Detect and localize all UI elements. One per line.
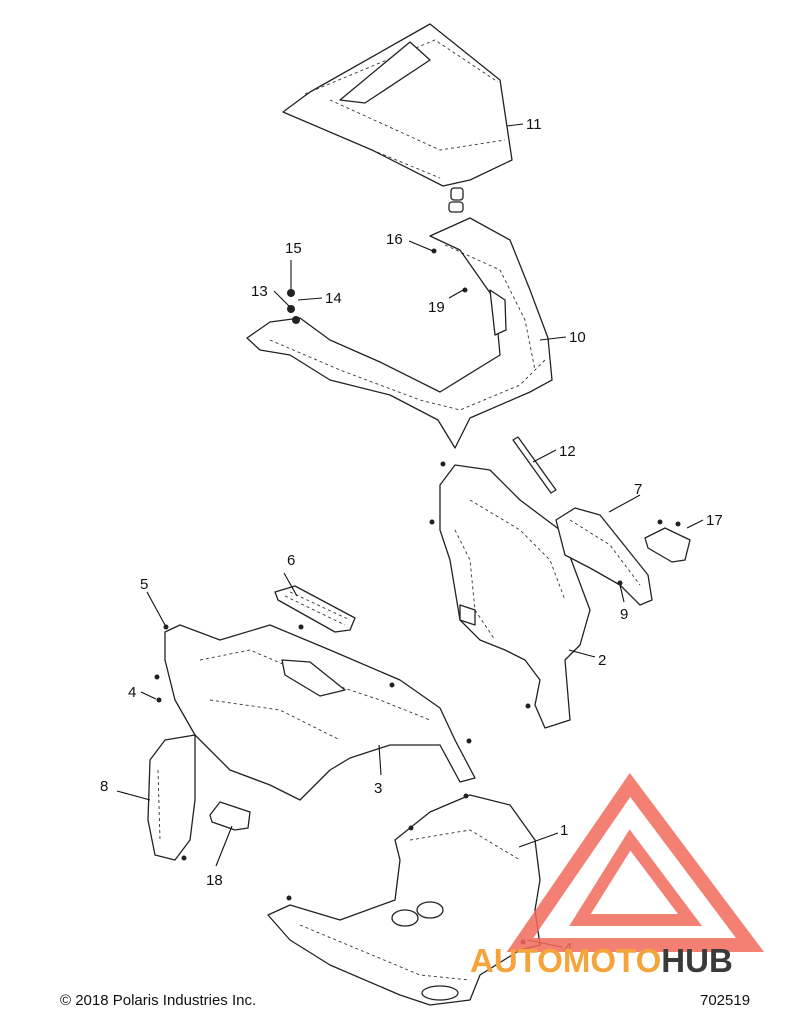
automotohub-watermark: AUTOMOTOHUB — [470, 773, 764, 979]
callout-14: 14 — [325, 290, 342, 307]
watermark-brand-part2: HUB — [661, 942, 733, 979]
figure-number: 702519 — [700, 992, 751, 1009]
hood-latch — [448, 187, 464, 213]
callout-16: 16 — [386, 231, 403, 248]
left-lower-panel-part — [147, 734, 196, 861]
callout-3: 3 — [374, 780, 382, 797]
fasteners — [154, 248, 681, 945]
callout-18: 18 — [206, 872, 223, 889]
small-bracket-part — [644, 527, 691, 563]
watermark-triangle-logo — [506, 773, 764, 952]
callout-7: 7 — [634, 481, 642, 498]
hood-part — [282, 23, 513, 187]
callout-17: 17 — [706, 512, 723, 529]
callout-labels: 11 10 15 13 14 16 19 12 7 17 9 2 6 5 4 3… — [100, 116, 723, 957]
grille-part — [274, 585, 356, 633]
callout-15: 15 — [285, 240, 302, 257]
callout-10: 10 — [569, 329, 586, 346]
callout-2: 2 — [598, 652, 606, 669]
leader-lines — [116, 123, 704, 948]
callout-5: 5 — [140, 576, 148, 593]
small-plate-part — [209, 801, 251, 831]
watermark-outer-triangle — [506, 773, 764, 952]
callout-11: 11 — [526, 116, 542, 133]
strip-part — [512, 436, 557, 494]
callout-4-upper: 4 — [128, 684, 136, 701]
callout-12: 12 — [559, 443, 576, 460]
watermark-inner-triangle — [569, 829, 702, 926]
callout-1: 1 — [560, 822, 568, 839]
callout-6: 6 — [287, 552, 295, 569]
callout-19: 19 — [428, 299, 445, 316]
front-fascia-part — [246, 217, 553, 449]
lower-dash-part — [164, 624, 476, 801]
bracket-part — [555, 507, 653, 606]
svg-text:AUTOMOTOHUB: AUTOMOTOHUB — [470, 942, 733, 979]
callout-8: 8 — [100, 778, 108, 795]
callout-13: 13 — [251, 283, 268, 300]
copyright-notice: © 2018 Polaris Industries Inc. — [60, 992, 257, 1009]
watermark-brand-part1: AUTOMOTO — [470, 942, 661, 979]
callout-9: 9 — [620, 606, 628, 623]
right-side-panel-part — [439, 464, 591, 729]
floor-tub-part — [267, 794, 541, 1006]
